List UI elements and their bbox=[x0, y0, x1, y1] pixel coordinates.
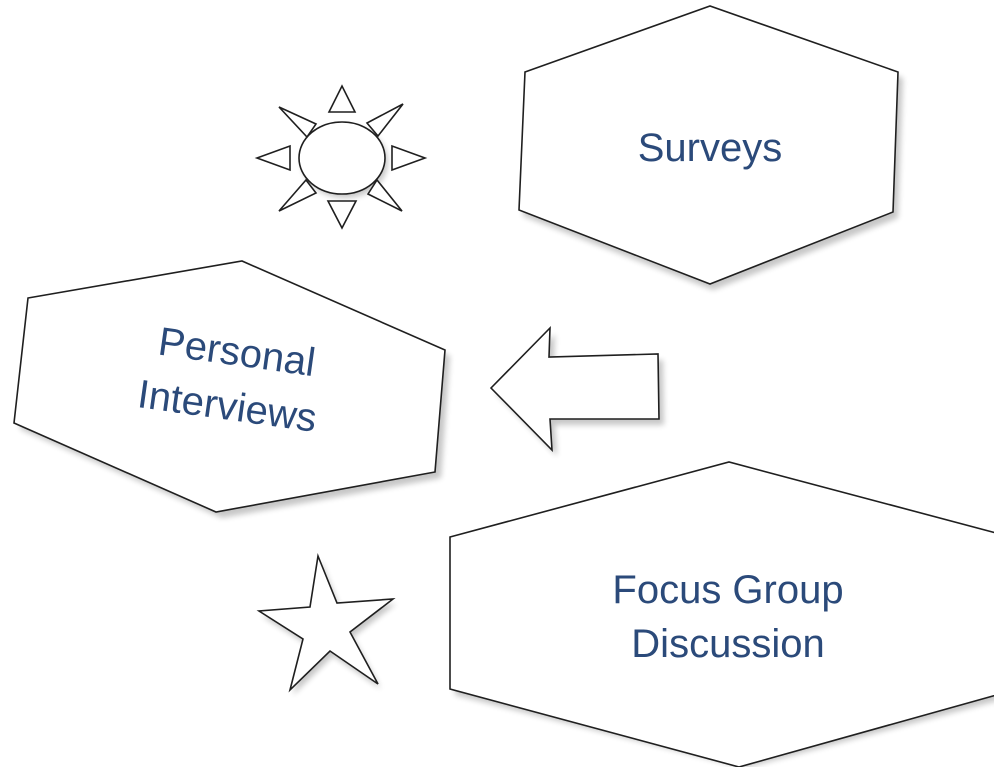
sun-ray-bottom-left bbox=[278, 178, 318, 212]
focus-group-line2: Discussion bbox=[631, 622, 824, 666]
sun-ray-bottom bbox=[326, 200, 358, 230]
sun-ray-top bbox=[327, 84, 357, 113]
personal-interviews-hexagon bbox=[13, 260, 446, 513]
surveys-hexagon bbox=[518, 5, 899, 285]
sun-icon bbox=[254, 84, 428, 230]
sun-ray-bottom-right bbox=[366, 178, 403, 212]
personal-interviews-shape: Personal Interviews bbox=[13, 260, 450, 518]
sun-ray-left bbox=[254, 144, 291, 172]
focus-group-shape: Focus Group Discussion bbox=[449, 461, 994, 767]
sun-ray-top-right bbox=[365, 103, 404, 138]
star-icon bbox=[256, 553, 396, 695]
star-shape bbox=[256, 553, 396, 693]
surveys-shape: Surveys bbox=[518, 5, 903, 290]
focus-group-hexagon bbox=[449, 461, 994, 767]
sun-core bbox=[298, 121, 386, 195]
sun-ray-right bbox=[391, 144, 428, 172]
focus-group-line1: Focus Group bbox=[612, 568, 843, 612]
surveys-label: Surveys bbox=[638, 126, 783, 170]
left-arrow-icon bbox=[489, 325, 664, 456]
sun-ray-top-left bbox=[278, 106, 318, 139]
left-arrow-shape bbox=[489, 325, 660, 453]
